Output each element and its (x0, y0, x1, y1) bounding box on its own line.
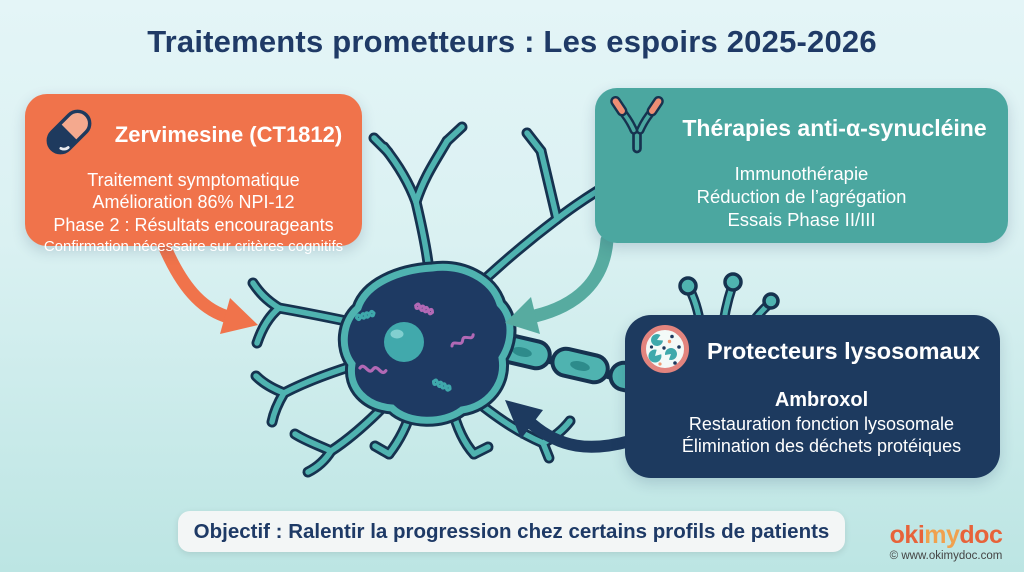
pill-icon (39, 102, 99, 167)
card-anti-synuclein: Thérapies anti-α-synucléine Immunothérap… (595, 88, 1008, 243)
card-anti-synuclein-line-3: Essais Phase II/III (727, 208, 876, 230)
brand-logo: okimydoc © www.okimydoc.com (880, 522, 1012, 562)
neuron-soma (337, 260, 517, 427)
card-anti-synuclein-title: Thérapies anti-α-synucléine (682, 115, 987, 141)
card-lysosomal-line-1: Restauration fonction lysosomale (688, 413, 955, 434)
card-anti-synuclein-line-1: Immunothérapie (734, 163, 869, 184)
card-lysosomal-title: Protecteurs lysosomaux (707, 338, 980, 364)
card-lysosomal-subtitle: Ambroxol (774, 389, 869, 411)
lysosomal-arrow (505, 400, 636, 453)
nucleus (384, 322, 424, 362)
page-title: Traitements prometteurs : Les espoirs 20… (147, 24, 877, 59)
brand-name: okimydoc (880, 522, 1012, 548)
card-zervimesine-title: Zervimesine (CT1812) (114, 121, 343, 147)
objective-text: Objectif : Ralentir la progression chez … (193, 519, 830, 543)
brand-part-oki: oki (889, 521, 925, 549)
card-anti-synuclein-line-2: Réduction de l’agrégation (696, 185, 907, 207)
zervimesine-arrow (156, 236, 258, 334)
card-zervimesine: Zervimesine (CT1812) Traitement symptoma… (25, 94, 362, 255)
card-lysosomal: Protecteurs lysosomaux Ambroxol Restaura… (625, 315, 1000, 478)
brand-part-doc: doc (959, 521, 1003, 549)
card-lysosomal-line-2: Élimination des déchets protéiques (681, 436, 962, 457)
card-zervimesine-note: Confirmation nécessaire sur critères cog… (43, 237, 344, 255)
brand-copyright: © www.okimydoc.com (889, 550, 1003, 563)
card-zervimesine-line-3: Phase 2 : Résultats encourageants (53, 214, 334, 235)
antibody-icon (609, 96, 665, 161)
anti-synuclein-arrow (505, 233, 614, 334)
brand-part-my: my (924, 521, 960, 549)
card-zervimesine-line-1: Traitement symptomatique (87, 170, 300, 190)
card-zervimesine-line-2: Amélioration 86% NPI-12 (92, 192, 295, 213)
objective-banner: Objectif : Ralentir la progression chez … (178, 511, 845, 552)
lysosome-cell-icon (639, 323, 691, 380)
aggregate-squiggles (355, 302, 475, 392)
